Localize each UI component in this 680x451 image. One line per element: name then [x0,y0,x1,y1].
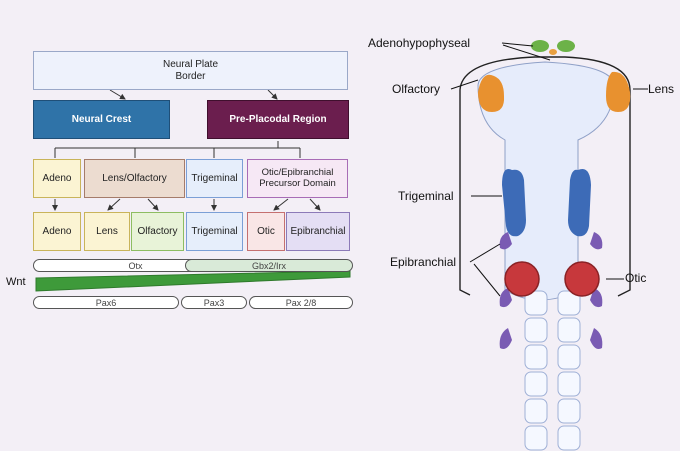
gbx2-irx-bar: Gbx2/Irx [185,259,353,272]
lens-olfactory-precursor-box: Lens/Olfactory [84,159,185,198]
trigeminal-placode-box: Trigeminal [186,212,243,251]
adeno-placode-box: Adeno [33,212,81,251]
adenohypophyseal-label: Adenohypophyseal [368,36,471,50]
pax28-bar: Pax 2/8 [249,296,353,309]
somites [524,290,581,451]
olfactory-placode-left [478,74,505,112]
otic-label: Otic [625,271,647,285]
trigeminal-placode-left [502,169,526,237]
adeno-precursor-box: Adeno [33,159,81,198]
neural-tube [477,61,615,301]
olfactory-label: Olfactory [392,82,441,96]
lens-placode-right [606,71,631,112]
trigeminal-label: Trigeminal [398,189,454,203]
neural-crest-box: Neural Crest [33,100,170,139]
pax3-bar: Pax3 [181,296,247,309]
otic-epibranchial-precursor-box: Otic/Epibranchial Precursor Domain [247,159,348,198]
neural-plate-border-box: Neural Plate Border [33,51,348,90]
otic-placode-box: Otic [247,212,285,251]
trigeminal-precursor-box: Trigeminal [186,159,243,198]
wnt-gradient-wedge [35,270,351,292]
epibranchial-label: Epibranchial [390,255,457,269]
trigeminal-placode-right [568,169,591,237]
otic-placode-left [504,261,540,297]
otic-placode-right [564,261,600,297]
pax6-bar: Pax6 [33,296,179,309]
olfactory-placode-box: Olfactory [131,212,184,251]
epibranchial-placode-box: Epibranchial [286,212,350,251]
lens-label: Lens [648,82,675,96]
embryo-outline [459,56,631,297]
wnt-label: Wnt [6,276,26,288]
adeno-placode-right [557,40,575,52]
adeno-placode-left [531,40,549,52]
lens-placode-box: Lens [84,212,130,251]
pre-placodal-region-box: Pre-Placodal Region [207,100,349,139]
